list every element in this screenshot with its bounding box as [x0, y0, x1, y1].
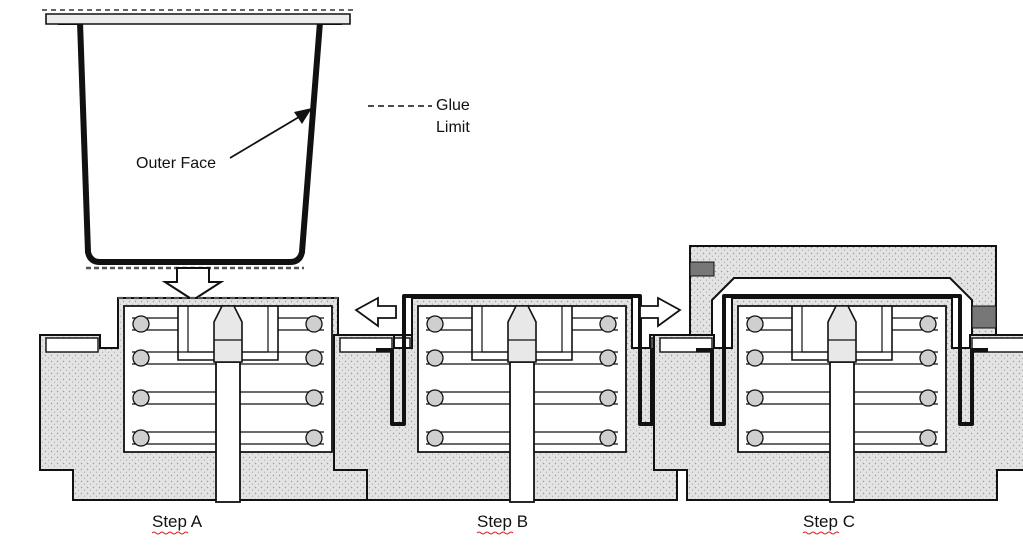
step-c-fixture	[653, 294, 1023, 503]
step-a-label: Step A	[152, 512, 203, 531]
outer-face-arrow	[229, 108, 312, 159]
outer-face-label: Outer Face	[136, 155, 216, 172]
step-a-fixture	[39, 296, 417, 503]
step-c-label: Step C	[803, 512, 855, 531]
step-b-label: Step B	[477, 512, 528, 531]
step-b-left-arrow-icon	[354, 296, 397, 328]
glue-label: Glue	[436, 97, 470, 114]
down-arrow-icon	[161, 267, 225, 302]
step-b-fixture	[333, 294, 711, 503]
step-labels: Step A Step B Step C	[151, 512, 855, 535]
step-b-right-arrow-icon	[639, 296, 682, 328]
glue-limit-legend: Glue Limit	[368, 97, 470, 136]
limit-label: Limit	[436, 119, 470, 136]
cup-illustration	[42, 9, 354, 270]
